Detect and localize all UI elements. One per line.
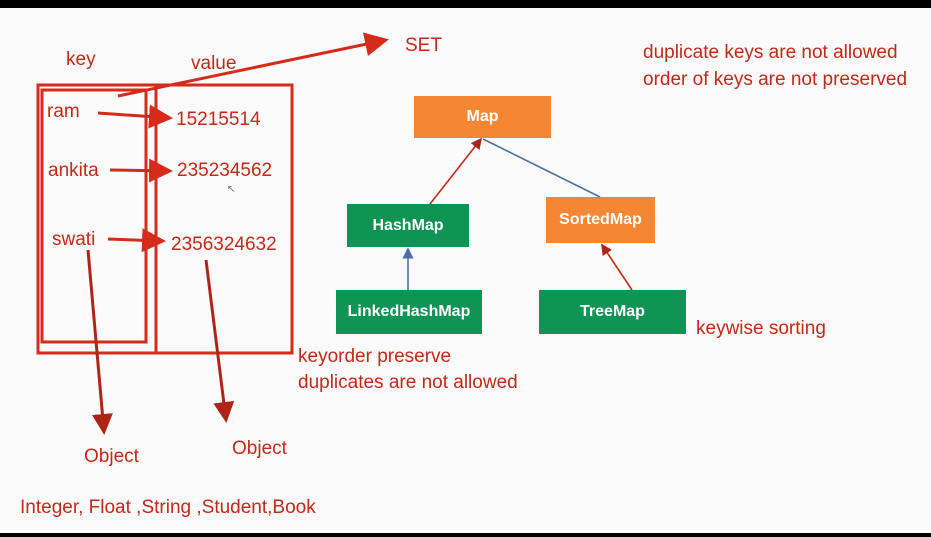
hashmap-box: HashMap — [347, 204, 469, 247]
treemap-note: keywise sorting — [696, 318, 826, 339]
object-label-key: Object — [84, 446, 139, 467]
ankita-arrow — [109, 158, 173, 183]
value-header: value — [191, 53, 237, 74]
key-column-box — [40, 88, 148, 344]
types-list: Integer, Float ,String ,Student,Book — [20, 497, 316, 518]
swati-arrow — [107, 228, 166, 253]
set-arrow — [117, 32, 389, 98]
map-note-line1: duplicate keys are not allowed — [643, 42, 898, 63]
entry-value-swati: 2356324632 — [171, 234, 277, 255]
linked-note-line2: duplicates are not allowed — [298, 372, 518, 393]
entry-value-ankita: 235234562 — [177, 160, 273, 181]
set-label: SET — [405, 35, 442, 56]
entry-key-ram: ram — [47, 101, 80, 122]
map-box: Map — [414, 96, 551, 138]
entry-value-ram: 15215514 — [176, 109, 261, 130]
value-object-arrow — [204, 259, 235, 423]
sortedmap-to-map-connector — [482, 138, 601, 198]
drawing-layer — [36, 32, 633, 435]
linkedhashmap-box: LinkedHashMap — [336, 290, 482, 334]
hashmap-to-map-connector — [429, 137, 482, 205]
key-header: key — [66, 49, 96, 70]
whiteboard-canvas: key value SET ram 15215514 ankita 235234… — [0, 8, 931, 533]
mouse-cursor-icon: ↖ — [227, 184, 236, 195]
ram-arrow — [97, 104, 173, 129]
key-object-arrow — [86, 249, 113, 435]
map-note-line2: order of keys are not preserved — [643, 69, 908, 90]
linked-note-line1: keyorder preserve — [298, 346, 452, 367]
sortedmap-box: SortedMap — [546, 197, 655, 243]
object-label-value: Object — [232, 438, 287, 459]
treemap-to-sortedmap-connector — [601, 243, 633, 291]
entry-key-swati: swati — [52, 229, 96, 250]
entry-key-ankita: ankita — [48, 160, 99, 181]
treemap-box: TreeMap — [539, 290, 686, 334]
